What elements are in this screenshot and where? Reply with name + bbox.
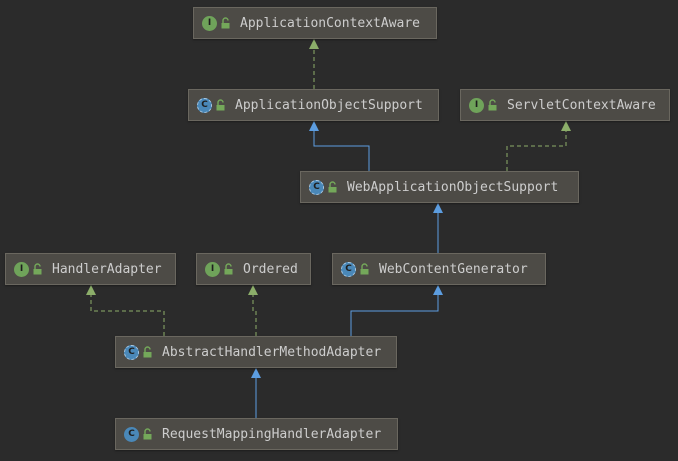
public-lock-icon: [484, 99, 507, 111]
node-request-mapping-handler-adapter[interactable]: C RequestMappingHandlerAdapter: [115, 418, 398, 450]
node-application-object-support[interactable]: C ApplicationObjectSupport: [188, 89, 439, 121]
node-web-application-object-support[interactable]: C WebApplicationObjectSupport: [300, 171, 579, 203]
edge-implements-web-application-object-support-to-servlet-context-aware: [506, 121, 571, 171]
arrowhead: [251, 368, 261, 378]
abstract-class-icon: C: [124, 344, 139, 360]
node-label: HandlerAdapter: [52, 261, 162, 277]
arrowhead: [561, 121, 571, 131]
node-label: ApplicationContextAware: [240, 15, 421, 31]
public-lock-icon: [217, 17, 240, 29]
abstract-class-icon: C: [309, 179, 324, 195]
node-label: ApplicationObjectSupport: [235, 97, 423, 113]
public-lock-icon: [29, 263, 52, 275]
arrowhead: [309, 121, 319, 131]
node-label: WebContentGenerator: [379, 261, 528, 277]
node-ordered[interactable]: I Ordered: [196, 253, 311, 285]
node-label: AbstractHandlerMethodAdapter: [162, 344, 382, 360]
node-label: RequestMappingHandlerAdapter: [162, 426, 382, 442]
node-label: WebApplicationObjectSupport: [347, 179, 559, 195]
node-web-content-generator[interactable]: C WebContentGenerator: [332, 253, 546, 285]
arrowhead: [309, 39, 319, 49]
interface-icon: I: [469, 97, 484, 113]
node-servlet-context-aware[interactable]: I ServletContextAware: [460, 89, 670, 121]
edge-extends-web-content-generator-to-web-application-object-support: [433, 203, 443, 253]
public-lock-icon: [139, 428, 162, 440]
edge-extends-request-mapping-handler-adapter-to-abstract-handler-method-adapter: [251, 368, 261, 418]
node-abstract-handler-method-adapter[interactable]: C AbstractHandlerMethodAdapter: [115, 336, 397, 368]
edge-implements-application-object-support-to-application-context-aware: [309, 39, 319, 89]
class-icon: C: [124, 426, 139, 442]
arrowhead: [248, 285, 258, 295]
interface-icon: I: [205, 261, 220, 277]
interface-icon: I: [14, 261, 29, 277]
arrowhead: [433, 203, 443, 213]
abstract-class-icon: C: [341, 261, 356, 277]
node-handler-adapter[interactable]: I HandlerAdapter: [5, 253, 176, 285]
edge-implements-abstract-handler-method-adapter-to-handler-adapter: [86, 285, 165, 336]
edge-implements-abstract-handler-method-adapter-to-ordered: [248, 285, 258, 336]
abstract-class-icon: C: [197, 97, 212, 113]
interface-icon: I: [202, 15, 217, 31]
arrowhead: [86, 285, 96, 295]
node-label: ServletContextAware: [507, 97, 656, 113]
public-lock-icon: [356, 263, 379, 275]
edge-extends-web-application-object-support-to-application-object-support: [309, 121, 370, 171]
public-lock-icon: [324, 181, 347, 193]
arrowhead: [433, 285, 443, 295]
public-lock-icon: [139, 346, 162, 358]
node-label: Ordered: [243, 261, 298, 277]
public-lock-icon: [220, 263, 243, 275]
edge-extends-abstract-handler-method-adapter-to-web-content-generator: [350, 285, 443, 336]
public-lock-icon: [212, 99, 235, 111]
node-application-context-aware[interactable]: I ApplicationContextAware: [193, 7, 437, 39]
